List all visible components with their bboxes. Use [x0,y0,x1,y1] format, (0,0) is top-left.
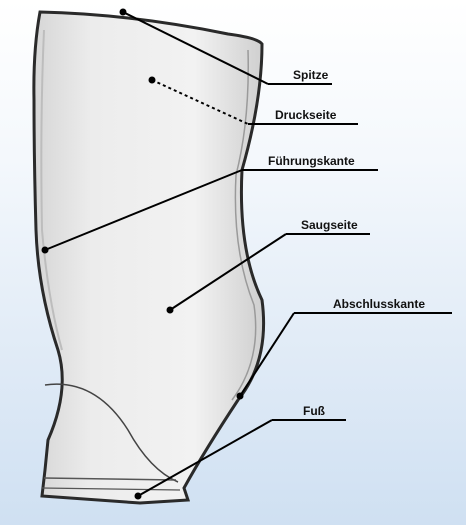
blade-body [34,12,264,503]
leader-leading-edge-dot [42,247,49,254]
label-root: Fuß [303,404,325,418]
label-tip: Spitze [293,68,328,82]
label-suction-side: Saugseite [301,218,358,232]
label-pressure-side: Druckseite [275,108,336,122]
leader-tip-dot [120,9,127,16]
leader-suction-side-dot [167,307,174,314]
label-leading-edge: Führungskante [268,154,355,168]
leader-root-dot [135,493,142,500]
leader-trailing-edge-dot [237,393,244,400]
leader-pressure-side-dot [149,77,156,84]
label-trailing-edge: Abschlusskante [333,297,425,311]
